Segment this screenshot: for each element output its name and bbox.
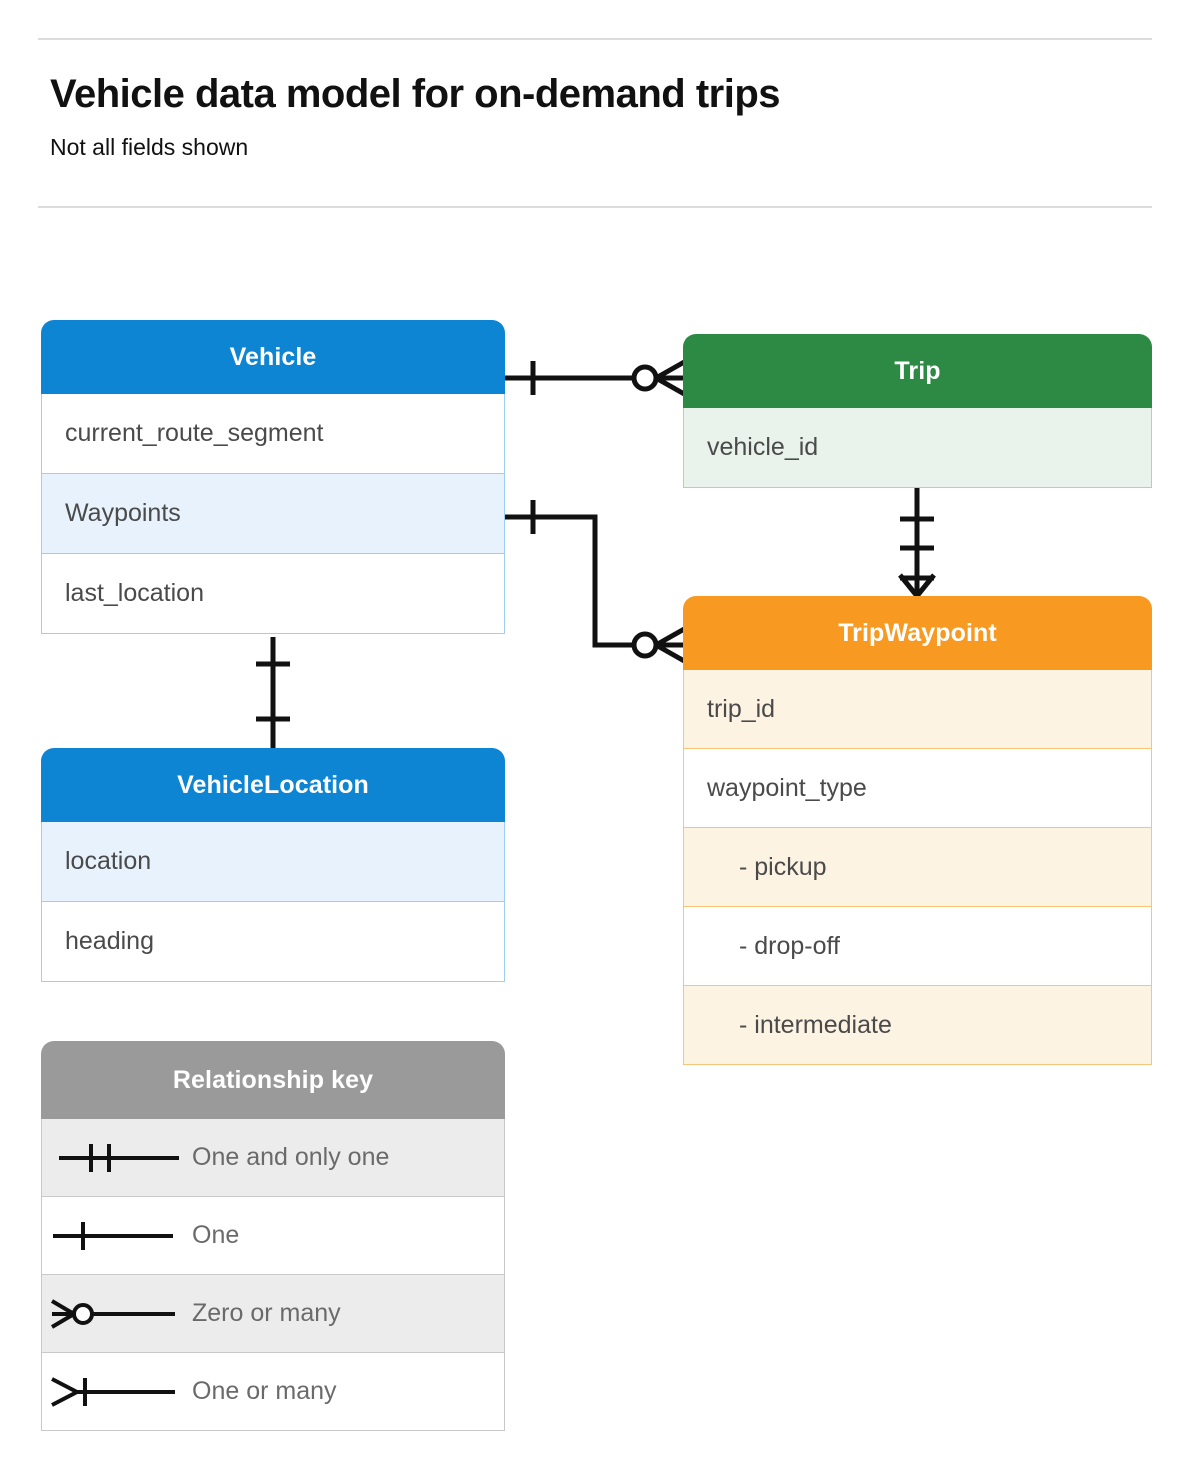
connector-waypoints-tripwaypoint: [505, 500, 688, 665]
relationship-key-legend[interactable]: Relationship key One and only one One: [41, 1041, 505, 1431]
entity-vehicle-location-title: VehicleLocation: [41, 748, 505, 822]
legend-row-one-and-only-one[interactable]: One and only one: [41, 1119, 505, 1197]
entity-vehicle-field-current-route-segment[interactable]: current_route_segment: [41, 394, 505, 474]
connector-vehicle-vehiclelocation: [256, 637, 290, 748]
entity-trip-waypoint[interactable]: TripWaypoint trip_id waypoint_type - pic…: [683, 596, 1152, 1065]
legend-label-one: One: [192, 1221, 240, 1249]
entity-trip-title: Trip: [683, 334, 1152, 408]
page-title: Vehicle data model for on-demand trips: [50, 72, 781, 116]
one-icon: [42, 1216, 192, 1256]
header-divider-bottom: [38, 206, 1152, 208]
entity-trip[interactable]: Trip vehicle_id: [683, 334, 1152, 488]
entity-vehicle[interactable]: Vehicle current_route_segment Waypoints …: [41, 320, 505, 634]
entity-vehicle-field-last-location[interactable]: last_location: [41, 554, 505, 634]
legend-row-zero-or-many[interactable]: Zero or many: [41, 1275, 505, 1353]
legend-label-one-or-many: One or many: [192, 1377, 337, 1405]
connector-trip-tripwaypoint: [898, 488, 936, 598]
entity-vehicle-field-waypoints[interactable]: Waypoints: [41, 474, 505, 554]
entity-vehicle-location[interactable]: VehicleLocation location heading: [41, 748, 505, 982]
entity-trip-waypoint-enum-pickup[interactable]: - pickup: [683, 828, 1152, 907]
entity-trip-waypoint-enum-drop-off[interactable]: - drop-off: [683, 907, 1152, 986]
legend-label-one-and-only-one: One and only one: [192, 1143, 390, 1171]
entity-trip-waypoint-field-waypoint-type[interactable]: waypoint_type: [683, 749, 1152, 828]
entity-vehicle-title: Vehicle: [41, 320, 505, 394]
one-and-only-one-icon: [42, 1138, 192, 1178]
entity-trip-waypoint-enum-intermediate[interactable]: - intermediate: [683, 986, 1152, 1065]
one-or-many-icon: [42, 1372, 192, 1412]
legend-label-zero-or-many: Zero or many: [192, 1299, 341, 1327]
connector-vehicle-trip: [505, 358, 688, 398]
entity-vehicle-location-field-heading[interactable]: heading: [41, 902, 505, 982]
relationship-key-title: Relationship key: [41, 1041, 505, 1119]
zero-or-many-icon: [42, 1294, 192, 1334]
entity-trip-waypoint-title: TripWaypoint: [683, 596, 1152, 670]
legend-row-one-or-many[interactable]: One or many: [41, 1353, 505, 1431]
legend-row-one[interactable]: One: [41, 1197, 505, 1275]
entity-trip-field-vehicle-id[interactable]: vehicle_id: [683, 408, 1152, 488]
page-subtitle: Not all fields shown: [50, 134, 249, 160]
header-divider-top: [38, 38, 1152, 40]
entity-trip-waypoint-field-trip-id[interactable]: trip_id: [683, 670, 1152, 749]
entity-vehicle-location-field-location[interactable]: location: [41, 822, 505, 902]
